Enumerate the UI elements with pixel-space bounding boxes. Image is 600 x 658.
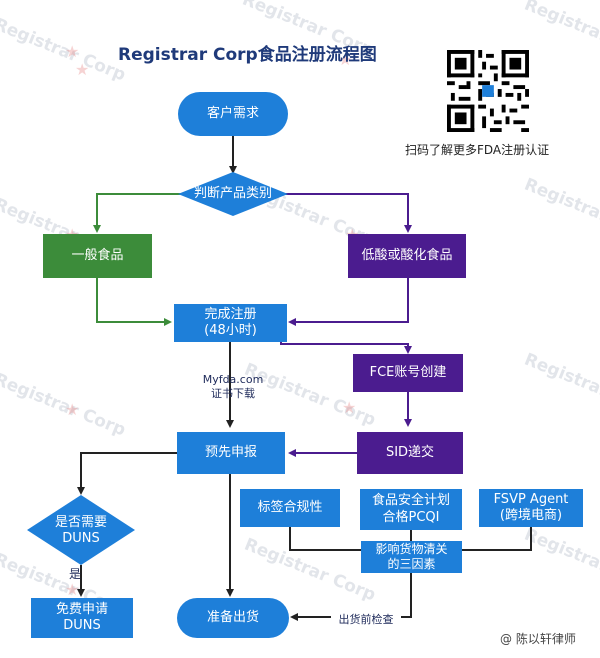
node-acidified-food: 低酸或酸化食品	[348, 234, 466, 278]
node-free-duns-label: 免费申请 DUNS	[55, 601, 108, 633]
node-fsvp: FSVP Agent (跨境电商)	[479, 489, 583, 527]
watermark-star-icon: ★	[338, 50, 353, 69]
watermark-star-icon: ★	[342, 398, 357, 417]
qr-caption: 扫码了解更多FDA注册认证	[405, 143, 550, 157]
node-ready-ship-label: 准备出货	[206, 609, 259, 625]
node-start-label: 客户需求	[206, 105, 259, 121]
node-fsvp-label: FSVP Agent (跨境电商)	[493, 491, 569, 523]
edge-label-pre-ship-check: 出货前检查	[331, 613, 401, 628]
node-free-duns: 免费申请 DUNS	[31, 598, 133, 638]
node-complete-registration: 完成注册 (48小时)	[174, 304, 287, 342]
diagram-title: Registrar Corp食品注册流程图	[118, 45, 377, 65]
node-complete-registration-label: 完成注册 (48小时)	[204, 306, 257, 338]
decision-category-label: 判断产品类别	[193, 186, 272, 201]
decision-duns-label: 是否需要 DUNS	[54, 515, 107, 546]
node-prior-notice: 预先申报	[177, 432, 285, 474]
qr-code-icon	[447, 50, 529, 132]
edge-label-myfda: Myfda.com 证书下载	[202, 373, 264, 401]
node-fce: FCE账号创建	[353, 354, 463, 392]
node-three-factors: 影响货物清关 的三因素	[361, 541, 462, 573]
node-general-food: 一般食品	[43, 234, 152, 278]
watermark-star-icon: ★	[75, 60, 90, 79]
watermark-star-icon: ★	[65, 400, 80, 419]
decision-duns-shape	[27, 495, 135, 565]
node-label-compliance-label: 标签合规性	[257, 499, 323, 515]
node-ready-ship: 准备出货	[177, 598, 289, 638]
node-general-food-label: 一般食品	[71, 247, 124, 263]
watermark-star-icon: ★	[65, 580, 80, 599]
node-label-compliance: 标签合规性	[240, 489, 340, 527]
node-sid: SID递交	[357, 432, 463, 474]
attribution-text: @ 陈以轩律师	[500, 632, 576, 646]
node-fce-label: FCE账号创建	[369, 364, 447, 380]
node-prior-notice-label: 预先申报	[204, 444, 257, 460]
edge-label-yes: 是	[68, 567, 81, 581]
node-sid-label: SID递交	[385, 444, 435, 460]
node-acidified-food-label: 低酸或酸化食品	[361, 247, 453, 263]
node-three-factors-label: 影响货物清关 的三因素	[375, 542, 448, 571]
node-start: 客户需求	[178, 92, 288, 136]
node-pcqi: 食品安全计划 合格PCQI	[360, 489, 462, 530]
decision-category-shape	[178, 172, 288, 216]
watermark-star-icon: ★	[65, 42, 80, 61]
node-pcqi-label: 食品安全计划 合格PCQI	[371, 493, 450, 525]
